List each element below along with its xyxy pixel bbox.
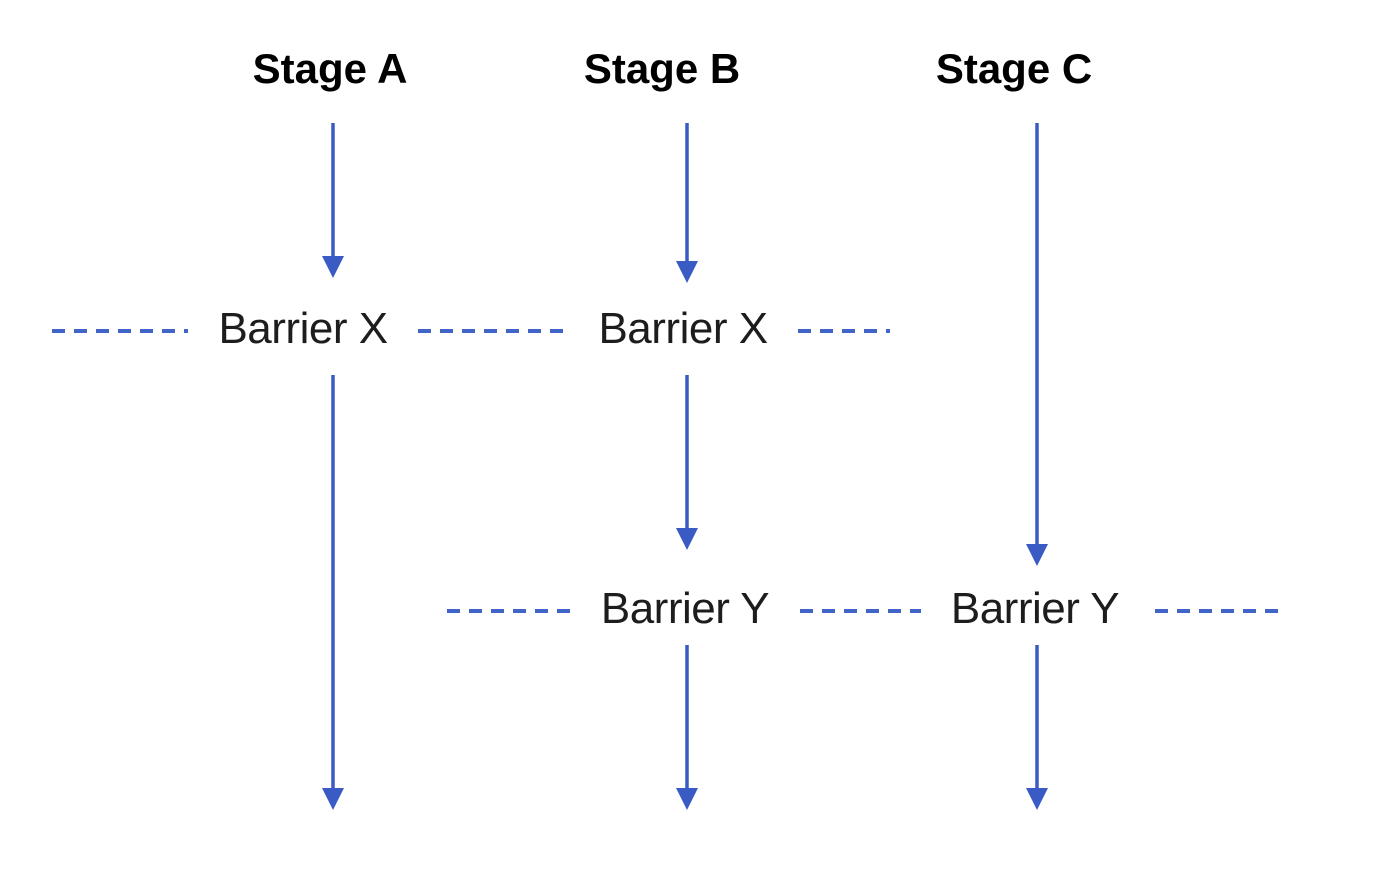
stage-c-title: Stage C xyxy=(935,45,1093,92)
barrier-y-label-1: Barrier Y xyxy=(600,584,770,633)
stage-b-title: Stage B xyxy=(583,45,741,92)
stage-b-arrow-top xyxy=(676,123,698,283)
barrier-x-label-1: Barrier X xyxy=(218,304,388,353)
stage-a-arrow-bottom xyxy=(322,375,344,810)
stage-a-title: Stage A xyxy=(252,45,408,92)
barrier-x-label-2: Barrier X xyxy=(598,304,768,353)
stage-c-arrow-bottom xyxy=(1026,645,1048,810)
stage-b-arrow-middle xyxy=(676,375,698,550)
stage-c-arrow-top xyxy=(1026,123,1048,566)
stage-a-arrow-top xyxy=(322,123,344,278)
barrier-y-label-2: Barrier Y xyxy=(950,584,1120,633)
stage-b-arrow-bottom xyxy=(676,645,698,810)
